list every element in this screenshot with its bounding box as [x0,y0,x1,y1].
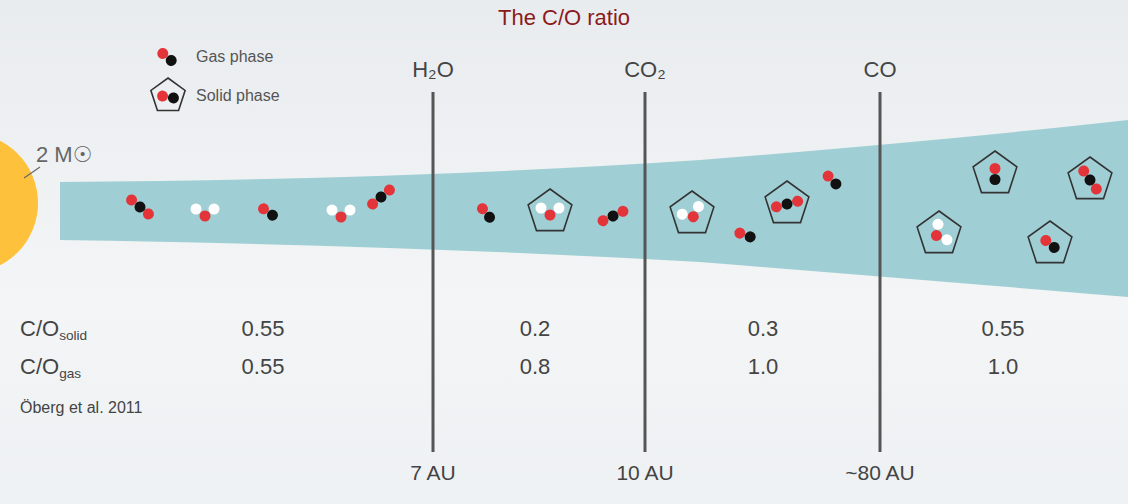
molecule [1038,233,1062,256]
citation: Öberg et al. 2011 [20,399,142,416]
molecule [256,201,280,223]
molecule-label-group: CO₂ [624,57,666,82]
row-label: C/O [20,354,59,379]
ratio-value: 0.8 [520,354,551,379]
star [0,133,38,273]
citation-group: Öberg et al. 2011 [20,399,142,417]
ratio-value-group: 0.2 [520,316,551,341]
row-label: C/O [20,316,59,341]
ice-grain [670,191,714,233]
snow-line [644,92,647,452]
ratio-value-group: 0.8 [520,354,551,379]
ratio-value-group: 0.55 [242,316,285,341]
ice-grain [973,151,1017,193]
distance-label-group: ~80 AU [845,461,914,485]
molecule [675,199,709,228]
star-mass: 2 M☉ [36,142,92,167]
leader-line [24,167,40,178]
ratio-value-group: 0.3 [748,316,779,341]
molecule [124,192,156,222]
ratio-value: 1.0 [748,354,779,379]
snow-line [432,92,435,452]
molecule [596,204,631,228]
ice-grain [917,211,961,253]
snow-line [879,92,882,452]
ratio-value-group: 0.55 [982,316,1025,341]
legend-text: Solid phase [196,87,280,105]
molecule-label: CO [864,57,897,82]
ratio-value: 0.3 [748,316,779,341]
row-subscript: gas [59,366,81,381]
ratio-value: 0.2 [520,316,551,341]
legend-sample [155,46,179,69]
distance-label: 10 AU [616,461,673,484]
ratio-value: 1.0 [988,354,1019,379]
distance-label: ~80 AU [845,461,914,484]
ice-grain [1068,157,1112,199]
molecule [1076,163,1104,196]
molecule-label-group: CO [864,57,897,82]
protoplanetary-disk [60,120,1128,297]
molecule [733,226,757,244]
ice-grain [765,181,809,223]
ratio-value: 0.55 [982,316,1025,341]
legend-sample [156,90,180,105]
row-subscript: solid [59,328,87,343]
ratio-value-group: 1.0 [988,354,1019,379]
molecule [191,204,220,222]
molecule-label: H₂O [412,57,454,82]
molecule-label-group: H₂O [412,57,454,82]
ratio-value-group: 1.0 [748,354,779,379]
title: The C/O ratio [498,5,630,30]
ratio-value-group: 0.55 [242,354,285,379]
molecule [475,201,498,225]
ice-grain [528,189,572,231]
ratio-value: 0.55 [242,316,285,341]
molecule [770,194,805,213]
distance-label-group: 10 AU [616,461,673,485]
molecule [327,205,356,223]
ratio-value: 0.55 [242,354,285,379]
molecule [924,217,954,251]
row-label-group: C/Osolid [20,316,87,344]
star-mass-group: 2 M☉ [36,142,92,167]
molecule [536,203,565,221]
legend-text: Gas phase [196,48,273,66]
ice-grain [1028,221,1072,263]
molecule [820,168,843,191]
molecule [990,163,1001,185]
molecule-label: CO₂ [624,57,666,82]
distance-label-group: 7 AU [410,461,456,485]
ice-grain [151,78,185,111]
molecule [365,182,397,212]
row-label-group: C/Ogas [20,354,81,382]
distance-label: 7 AU [410,461,456,484]
